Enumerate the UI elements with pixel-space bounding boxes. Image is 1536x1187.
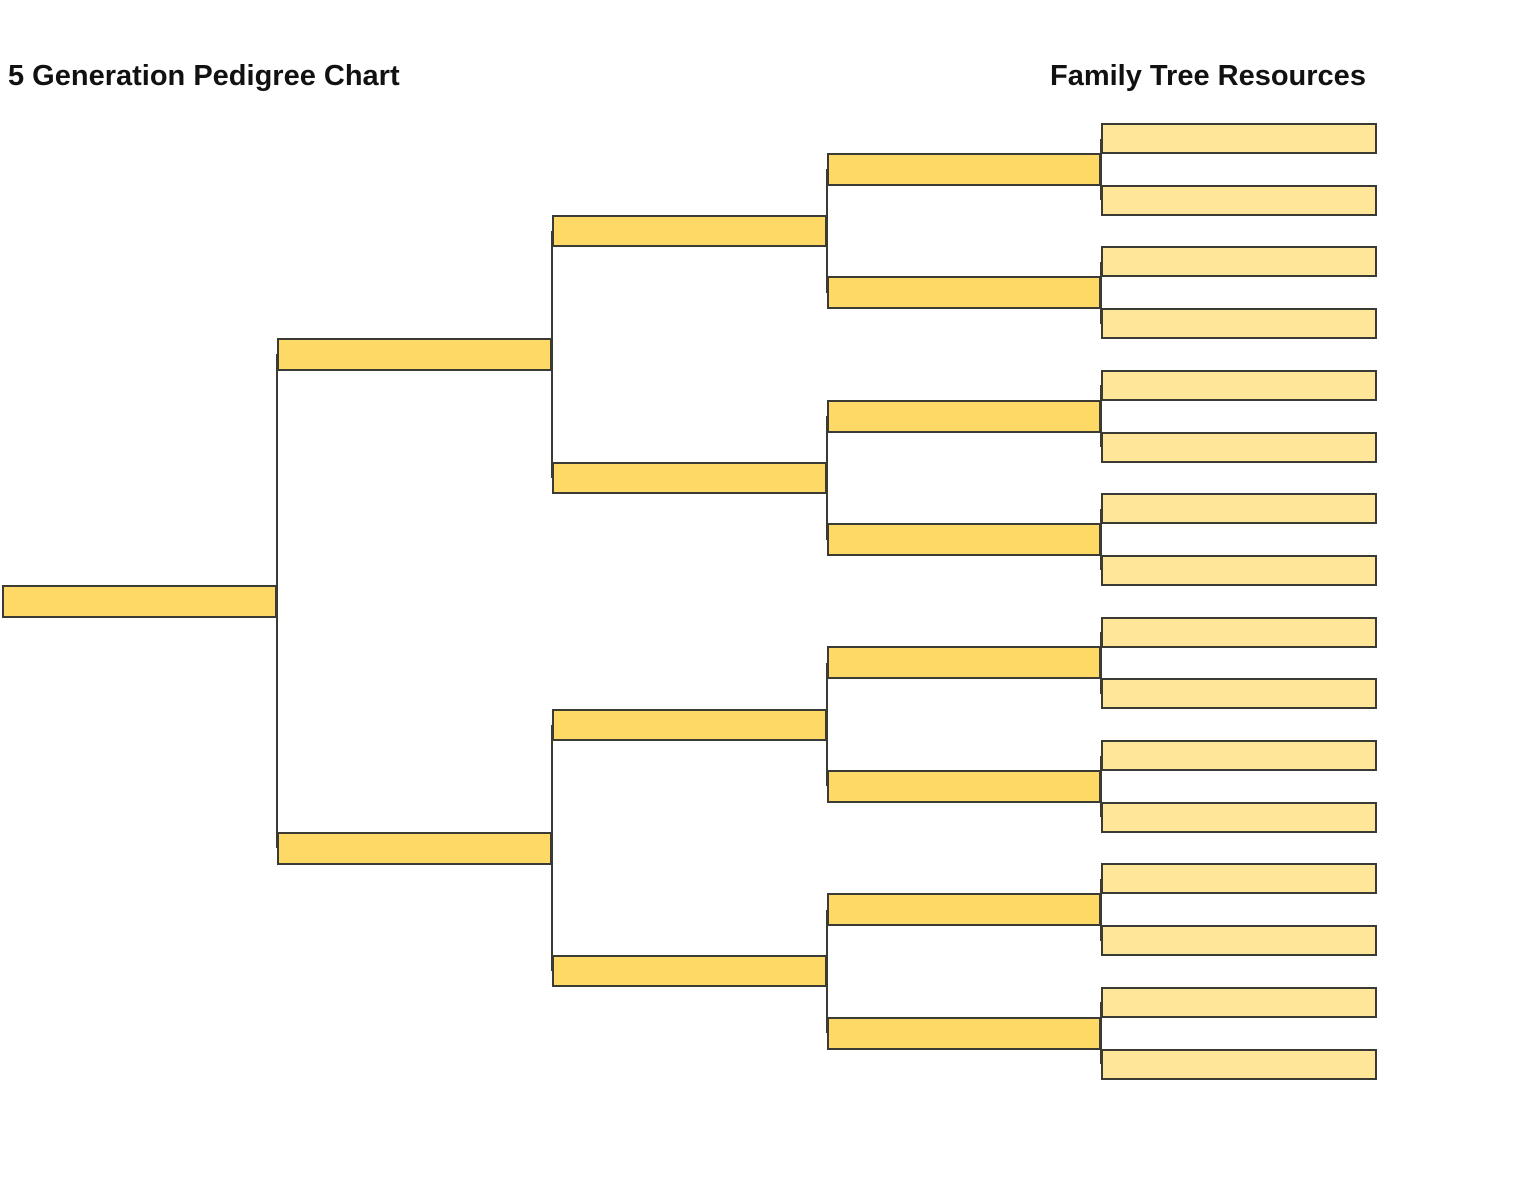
- generation-5-box-16: [1101, 1048, 1377, 1080]
- connector-generation-1-pair-1: [276, 354, 278, 849]
- connector-generation-4-pair-3: [1100, 385, 1102, 447]
- generation-5-box-6: [1101, 431, 1377, 463]
- generation-4-box-3: [827, 399, 1101, 433]
- connector-generation-4-pair-8: [1100, 1002, 1102, 1064]
- generation-5-box-4: [1101, 308, 1377, 340]
- generation-1-box-1: [2, 584, 277, 618]
- generation-5-box-2: [1101, 184, 1377, 216]
- generation-2-box-2: [277, 831, 552, 865]
- connector-generation-2-pair-2: [551, 724, 553, 972]
- generation-4-box-4: [827, 523, 1101, 557]
- connector-generation-4-pair-4: [1100, 508, 1102, 571]
- generation-5-box-1: [1101, 123, 1377, 154]
- generation-3-box-1: [552, 215, 827, 248]
- connector-generation-3-pair-3: [826, 662, 828, 787]
- generation-5-box-15: [1101, 986, 1377, 1018]
- generation-5-box-11: [1101, 740, 1377, 771]
- connector-generation-2-pair-1: [551, 231, 553, 478]
- generation-4-box-5: [827, 646, 1101, 680]
- generation-4-box-6: [827, 769, 1101, 803]
- generation-4-box-7: [827, 893, 1101, 927]
- generation-4-box-8: [827, 1016, 1101, 1050]
- connector-generation-3-pair-4: [826, 909, 828, 1034]
- generation-5-box-13: [1101, 863, 1377, 895]
- generation-4-box-2: [827, 276, 1101, 310]
- generation-5-box-7: [1101, 493, 1377, 525]
- connector-generation-3-pair-1: [826, 169, 828, 293]
- connector-generation-4-pair-6: [1100, 755, 1102, 818]
- generation-5-box-12: [1101, 801, 1377, 833]
- generation-5-box-10: [1101, 678, 1377, 710]
- connector-generation-4-pair-5: [1100, 632, 1102, 694]
- generation-5-box-3: [1101, 246, 1377, 278]
- connector-generation-3-pair-2: [826, 416, 828, 540]
- brand-title: Family Tree Resources: [1050, 60, 1366, 92]
- connector-generation-4-pair-2: [1100, 261, 1102, 324]
- generation-5-box-8: [1101, 554, 1377, 586]
- generation-3-box-3: [552, 708, 827, 741]
- generation-5-box-14: [1101, 925, 1377, 957]
- generation-5-box-9: [1101, 616, 1377, 648]
- page-title: 5 Generation Pedigree Chart: [8, 60, 400, 92]
- generation-2-box-1: [277, 337, 552, 371]
- generation-5-box-5: [1101, 369, 1377, 401]
- generation-3-box-4: [552, 955, 827, 988]
- connector-generation-4-pair-7: [1100, 878, 1102, 941]
- generation-4-box-1: [827, 152, 1101, 186]
- generation-3-box-2: [552, 461, 827, 494]
- connector-generation-4-pair-1: [1100, 138, 1102, 201]
